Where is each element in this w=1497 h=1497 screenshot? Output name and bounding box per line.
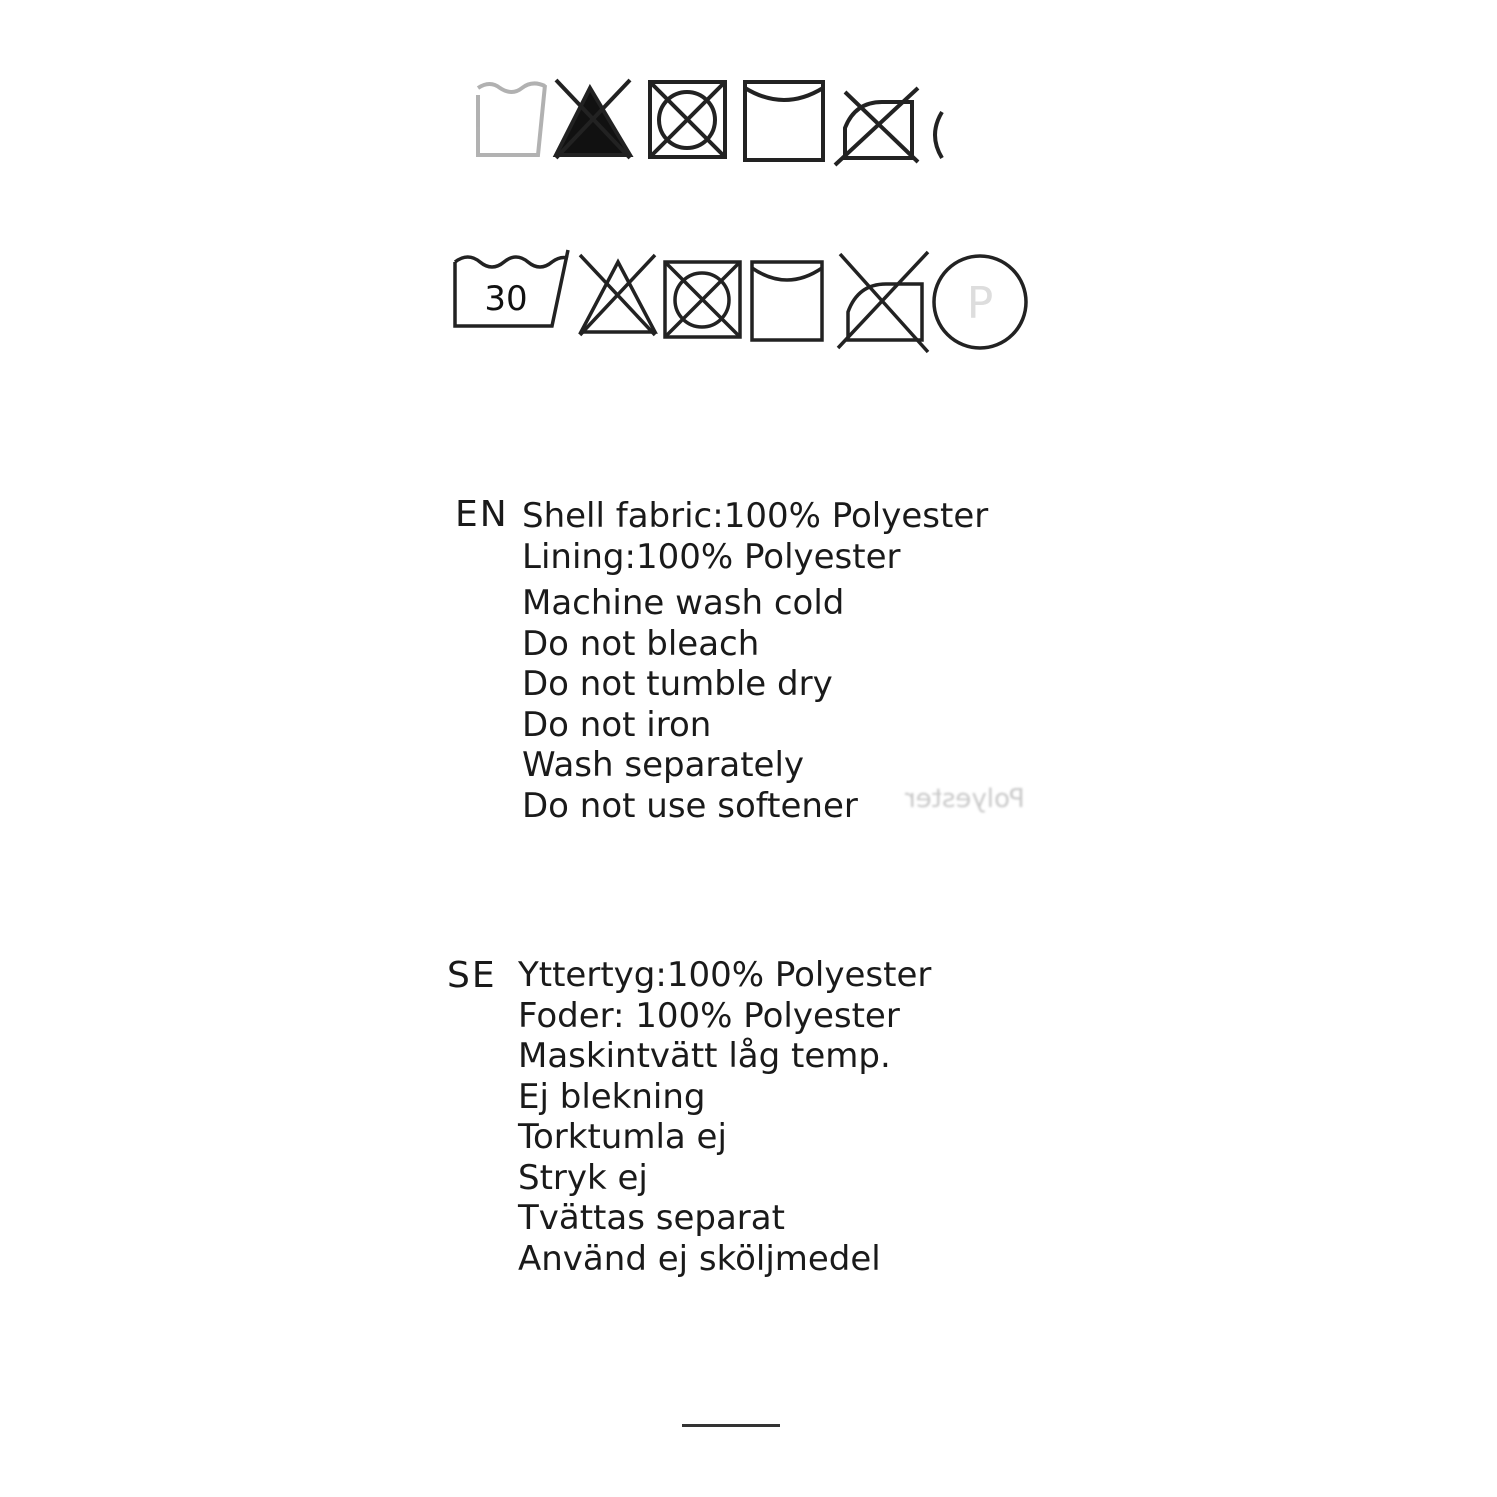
en-instruction: Machine wash cold xyxy=(522,583,845,623)
language-code-se: SE xyxy=(447,955,497,996)
bleed-through-text: Polyester xyxy=(905,784,1025,814)
care-symbols: 30 P xyxy=(453,78,1028,354)
en-instruction: Do not tumble dry xyxy=(522,664,833,704)
wash-30-icon: 30 xyxy=(453,249,570,328)
care-symbol-row-faded xyxy=(476,78,944,167)
se-instruction: Torktumla ej xyxy=(518,1117,727,1157)
no-iron-icon xyxy=(833,86,920,167)
wash-temperature-label: 30 xyxy=(484,279,527,319)
se-instruction: Tvättas separat xyxy=(518,1198,785,1238)
se-instruction: Ej blekning xyxy=(518,1076,706,1117)
en-instruction: Do not bleach xyxy=(522,623,760,664)
swedish-text-block: Yttertyg:100% Polyester Foder: 100% Poly… xyxy=(518,955,931,1279)
en-lining: Lining:100% Polyester xyxy=(522,536,901,577)
care-symbol-row: 30 P xyxy=(453,249,1028,354)
no-iron-icon xyxy=(836,250,930,354)
no-bleach-icon xyxy=(552,78,634,160)
wash-tub-icon xyxy=(476,81,547,157)
language-code-en: EN xyxy=(455,494,509,535)
dry-clean-icon xyxy=(933,110,944,160)
se-shell-fabric: Yttertyg:100% Polyester xyxy=(518,955,932,995)
line-dry-icon xyxy=(750,260,824,342)
line-dry-icon xyxy=(743,80,825,162)
se-lining: Foder: 100% Polyester xyxy=(518,995,900,1036)
se-instruction: Använd ej sköljmedel xyxy=(518,1238,881,1279)
english-text-block: Shell fabric:100% Polyester Lining:100% … xyxy=(522,496,988,826)
dry-clean-p-icon: P xyxy=(932,254,1028,350)
bottom-divider xyxy=(682,1424,780,1427)
en-instruction: Do not iron xyxy=(522,704,712,745)
dry-clean-letter: P xyxy=(967,278,994,329)
no-bleach-icon xyxy=(578,253,658,337)
no-tumble-dry-icon xyxy=(648,80,727,159)
no-tumble-dry-icon xyxy=(663,260,742,339)
en-shell-fabric: Shell fabric:100% Polyester xyxy=(522,496,989,536)
se-instruction: Maskintvätt låg temp. xyxy=(518,1036,891,1076)
en-instruction: Do not use softener xyxy=(522,785,858,826)
se-instruction: Stryk ej xyxy=(518,1157,648,1198)
en-instruction: Wash separately xyxy=(522,745,805,785)
